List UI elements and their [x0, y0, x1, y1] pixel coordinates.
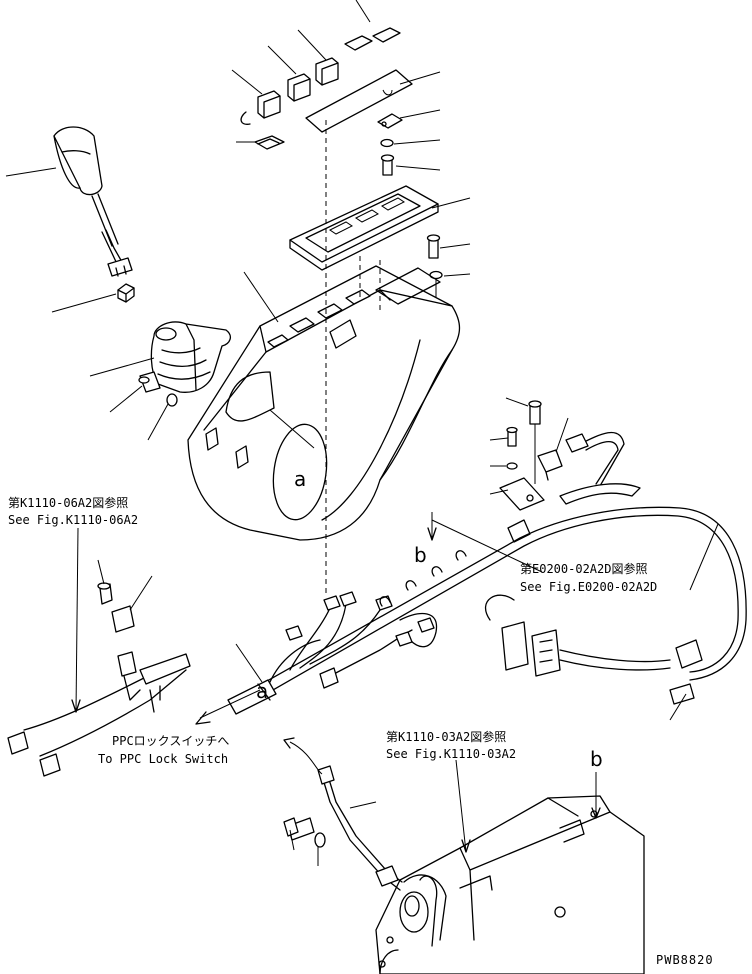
- ppc-lock-switch-jp: PPCロックスイッチへ: [112, 734, 229, 748]
- wiring-harness: [227, 400, 747, 715]
- lever-assembly: [53, 126, 232, 407]
- drawing-code: PWB8820: [656, 953, 714, 967]
- ref-k1110-03a2-jp: 第K1110-03A2図参照: [386, 729, 506, 744]
- marker-a-lower: a: [256, 679, 268, 703]
- leader-lines: [5, 0, 719, 866]
- marker-b-harness: b: [414, 543, 427, 567]
- left-sub-harness: [7, 582, 191, 777]
- ref-e0200-02a2d-jp: 第E0200-02A2D図参照: [520, 561, 647, 576]
- name-plate: [305, 69, 413, 176]
- ref-e0200-02a2d-en: See Fig.E0200-02A2D: [520, 580, 657, 594]
- switch-assembly: [240, 27, 401, 150]
- marker-a-console: a: [294, 467, 306, 491]
- marker-b-frame: b: [590, 747, 603, 771]
- ref-k1110-06a2-en: See Fig.K1110-06A2: [8, 513, 138, 527]
- ppc-lock-switch-en: To PPC Lock Switch: [98, 752, 228, 766]
- console-box: [187, 265, 461, 541]
- assembly-guide-lines: [325, 120, 381, 596]
- ref-k1110-03a2-en: See Fig.K1110-03A2: [386, 747, 516, 761]
- lower-frame: [283, 765, 645, 974]
- ref-k1110-06a2-jp: 第K1110-06A2図参照: [8, 495, 128, 510]
- labels: 第K1110-06A2図参照 See Fig.K1110-06A2 第E0200…: [8, 467, 714, 967]
